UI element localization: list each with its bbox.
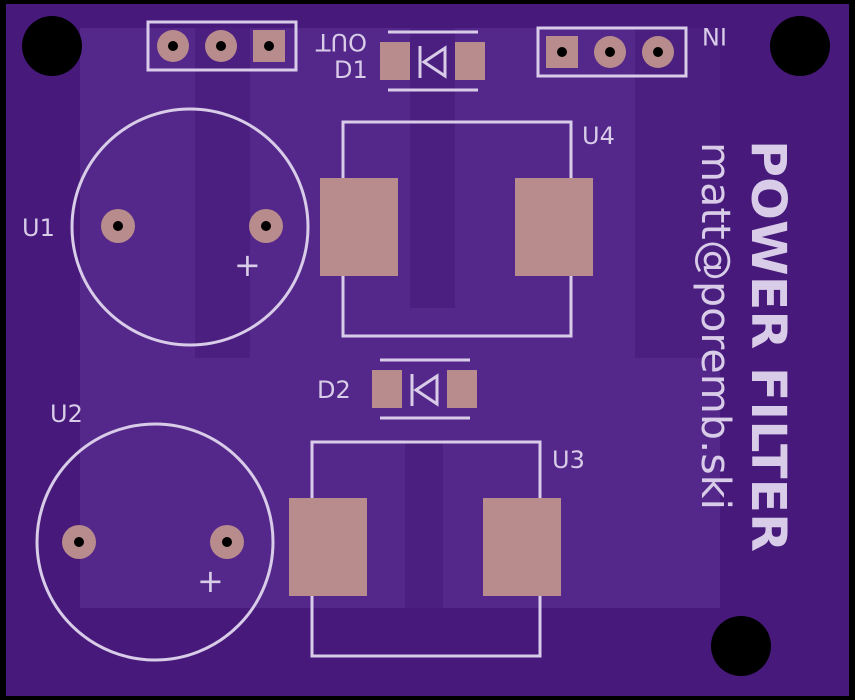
out-header[interactable] xyxy=(146,20,298,72)
u2-pin-2-hole xyxy=(222,537,232,547)
mounting-hole-top-right xyxy=(770,16,830,76)
u2-outline xyxy=(35,422,275,662)
u1-plus-label: + xyxy=(234,246,261,284)
out-label: OUT xyxy=(316,28,367,56)
board-title: POWER FILTER xyxy=(740,140,796,552)
copper-pour xyxy=(80,28,720,608)
d1-symbol-triangle xyxy=(421,45,447,79)
u1-pin-2-hole xyxy=(261,221,271,231)
u3-pad-right[interactable] xyxy=(483,498,561,596)
in-label: IN xyxy=(702,22,727,50)
pour-trace-b xyxy=(410,28,455,308)
u1-label: U1 xyxy=(22,214,55,242)
d1-pad-left[interactable] xyxy=(380,42,410,80)
regulator-u4[interactable] xyxy=(320,120,593,338)
pour-top-band xyxy=(80,28,720,358)
in-pin-3-hole xyxy=(653,47,663,57)
u2-plus-label: + xyxy=(197,562,224,600)
u3-label: U3 xyxy=(552,446,585,474)
diode-d1[interactable] xyxy=(380,30,485,92)
u4-label: U4 xyxy=(582,122,615,150)
in-pin-1-hole xyxy=(557,47,567,57)
mounting-hole-top-left xyxy=(22,16,82,76)
diode-d2[interactable] xyxy=(372,358,477,420)
out-pin-2-hole xyxy=(216,41,226,51)
capacitor-u1[interactable] xyxy=(70,107,310,347)
d1-pad-right[interactable] xyxy=(455,42,485,80)
d2-pad-right[interactable] xyxy=(447,370,477,408)
in-header-outline xyxy=(536,26,688,78)
d1-label: D1 xyxy=(334,56,368,84)
pour-trace-d xyxy=(405,440,443,608)
u2-label: U2 xyxy=(50,400,83,428)
d2-pad-left[interactable] xyxy=(372,370,402,408)
d2-symbol-triangle xyxy=(413,373,439,407)
copper-pour-darker xyxy=(195,28,720,608)
out-pin-3-hole xyxy=(264,41,274,51)
in-header[interactable] xyxy=(536,26,688,78)
pour-trace-c xyxy=(635,28,720,358)
d2-label: D2 xyxy=(317,376,351,404)
in-pin-2-hole xyxy=(605,47,615,57)
u3-pad-left[interactable] xyxy=(289,498,367,596)
u4-pad-left[interactable] xyxy=(320,178,398,276)
pour-trace-a xyxy=(195,28,250,358)
u1-pin-1-hole xyxy=(113,221,123,231)
u1-outline xyxy=(70,107,310,347)
u2-pin-1-hole xyxy=(74,537,84,547)
out-pin-1-hole xyxy=(168,41,178,51)
regulator-u3[interactable] xyxy=(289,440,561,658)
mounting-hole-bottom-right xyxy=(711,616,771,676)
board-email: matt@poremb.ski xyxy=(692,142,738,510)
out-header-outline xyxy=(146,20,298,72)
u4-pad-right[interactable] xyxy=(515,178,593,276)
capacitor-u2[interactable] xyxy=(35,422,275,662)
